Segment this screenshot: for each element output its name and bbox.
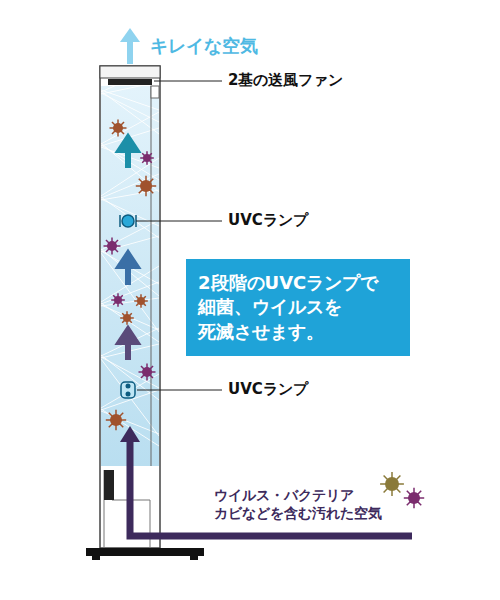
inner-wall <box>151 86 152 466</box>
callout-box: 2段階のUVCランプで 細菌、ウイルスを 死滅させます。 <box>186 259 410 356</box>
stand-base <box>86 548 204 556</box>
callout-text: 2段階のUVCランプで 細菌、ウイルスを 死滅させます。 <box>198 271 398 344</box>
leader-line <box>154 81 222 82</box>
leader-line <box>136 221 222 222</box>
stand-foot <box>92 556 100 560</box>
flow-arrow <box>120 138 136 168</box>
part-label: 2基の送風ファン <box>228 71 343 91</box>
leader-line <box>137 390 222 391</box>
blower-fans <box>108 79 152 85</box>
part-label: UVCランプ <box>228 380 308 400</box>
stand-foot <box>190 556 198 560</box>
uvc-lamp <box>120 215 136 227</box>
control-unit <box>104 470 114 500</box>
clean-air-arrow <box>127 40 133 64</box>
fan-bracket <box>151 86 159 98</box>
dirty-air-arrowhead <box>120 426 140 442</box>
clean-air-arrowhead <box>120 28 140 42</box>
uvc-lamp <box>121 382 135 398</box>
airflow-streaks <box>101 86 159 446</box>
germs <box>104 120 425 509</box>
part-label: UVCランプ <box>228 211 308 231</box>
air-channel <box>101 86 159 466</box>
fan-cap <box>100 66 160 78</box>
intake-label: ウイルス・バクテリア カビなどを含む汚れた空気 <box>214 486 414 522</box>
outlet-label: キレイな空気 <box>150 34 258 57</box>
flow-arrow <box>120 254 136 285</box>
flow-arrow <box>120 330 136 360</box>
